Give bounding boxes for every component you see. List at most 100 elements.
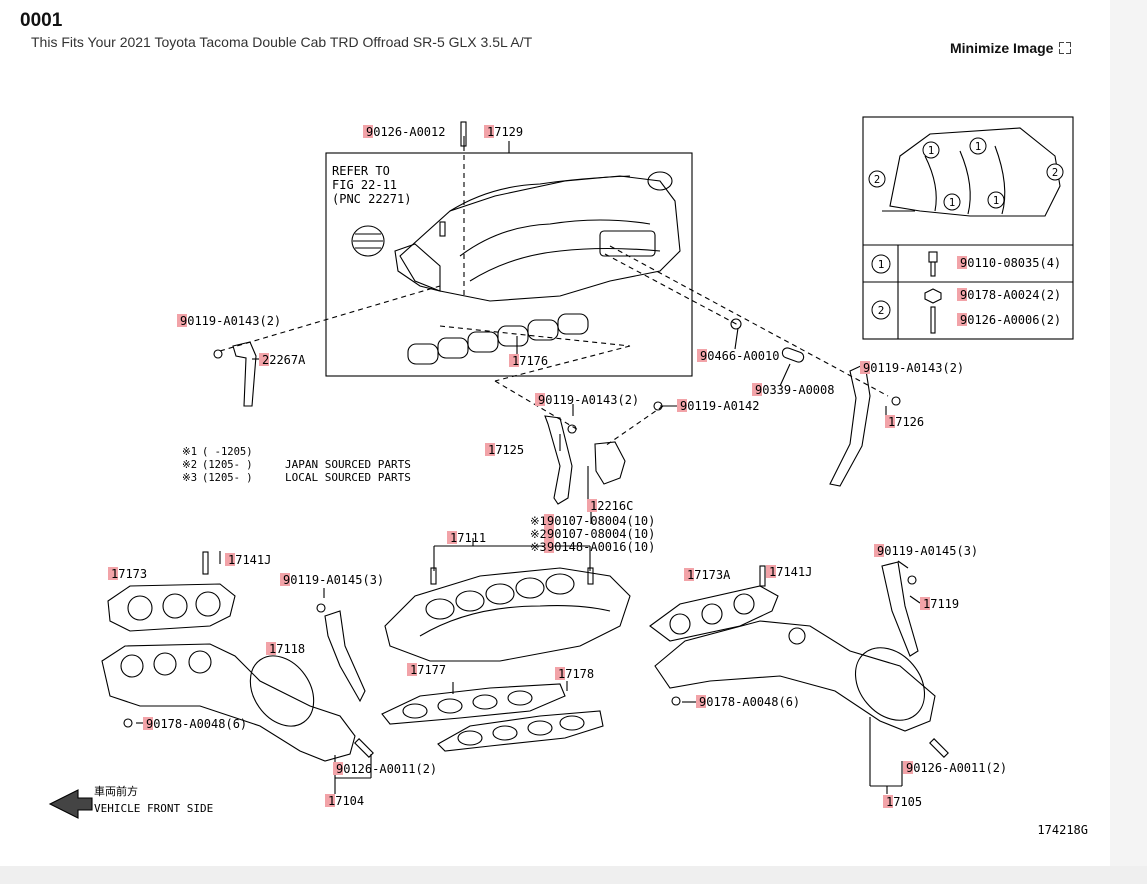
part-callout-90148a001610: 90148-A0016(10) <box>547 540 655 554</box>
inset-position-marker-circle <box>1046 163 1064 181</box>
part-marker <box>684 568 694 581</box>
part-callout-17119: 17119 <box>923 597 959 611</box>
inset-position-marker-circle <box>922 141 940 159</box>
note-text: JAPAN SOURCED PARTS <box>285 458 411 471</box>
note-range: (1205- ) <box>202 472 253 484</box>
parts-diagram-svg: 90126-A00121712990119-A0143(2)22267A1717… <box>48 116 1088 837</box>
part-marker <box>544 527 554 540</box>
inset-position-marker-circle <box>868 170 886 188</box>
refer-note-line: REFER TO <box>332 164 390 178</box>
part-callout-17105: 17105 <box>886 795 922 809</box>
inset-position-marker: 1 <box>993 195 999 207</box>
inset-position-marker: 2 <box>1052 167 1058 179</box>
note-mark: ※2 <box>182 459 197 471</box>
page-footer-strip <box>0 866 1147 884</box>
part-callout-90126a00112: 90126-A0011(2) <box>336 762 437 776</box>
inset-row-number: 1 <box>878 258 885 271</box>
part-callout-90119a01453: 90119-A0145(3) <box>283 573 384 587</box>
part-callout-90119a01432: 90119-A0143(2) <box>863 361 964 375</box>
part-marker <box>957 313 967 326</box>
part-callout-17126: 17126 <box>888 415 924 429</box>
part-marker <box>587 499 597 512</box>
inset-row-number: 2 <box>878 304 885 317</box>
part-marker <box>555 667 565 680</box>
part-marker <box>883 795 893 808</box>
part-marker <box>447 531 457 544</box>
part-callout-12216c: 12216C <box>590 499 633 513</box>
note-range: ( -1205) <box>202 446 253 458</box>
part-marker <box>280 573 290 586</box>
exhaust-gasket-left-drawing <box>107 583 236 632</box>
refer-note-line: FIG 22-11 <box>332 178 397 192</box>
part-marker <box>177 314 187 327</box>
part-marker <box>697 349 707 362</box>
inset-position-marker: 1 <box>949 197 955 209</box>
part-marker <box>957 288 967 301</box>
part-marker <box>225 553 235 566</box>
part-marker <box>259 353 269 366</box>
front-direction-arrow-icon <box>48 789 93 819</box>
part-callout-90119a01453: 90119-A0145(3) <box>877 544 978 558</box>
minimize-image-button[interactable]: Minimize Image <box>950 40 1072 56</box>
part-callout-90178a00486: 90178-A0048(6) <box>146 717 247 731</box>
exhaust-manifold-left-drawing <box>101 643 356 762</box>
note-mark-prefix: ※2 <box>530 527 547 541</box>
refer-note-line: (PNC 22271) <box>332 192 411 206</box>
inset-part-90110080354: 90110-08035(4) <box>960 256 1061 270</box>
upper-gasket-drawing <box>407 313 589 365</box>
intake-manifold-upper-drawing <box>394 171 681 302</box>
part-callout-901070800410: 90107-08004(10) <box>547 527 655 541</box>
figure-id: 174218G <box>1037 823 1088 837</box>
inset-part-90178a00242: 90178-A0024(2) <box>960 288 1061 302</box>
inset-position-marker: 1 <box>975 141 981 153</box>
bracket-17118-drawing <box>324 610 366 703</box>
parts-diagram-card: 0001 This Fits Your 2021 Toyota Tacoma D… <box>0 0 1110 866</box>
lower-gaskets-drawing <box>381 683 604 752</box>
note-mark: ※3 <box>182 472 197 484</box>
intake-manifold-lower-drawing <box>384 567 631 662</box>
inset-position-marker-circle <box>943 193 961 211</box>
vehicle-fitment-text: This Fits Your 2021 Toyota Tacoma Double… <box>31 34 533 50</box>
part-marker <box>535 393 545 406</box>
part-callout-901070800410: 90107-08004(10) <box>547 514 655 528</box>
part-marker <box>920 597 930 610</box>
part-callout-17141j: 17141J <box>769 565 812 579</box>
part-callout-90119a01432: 90119-A0143(2) <box>180 314 281 328</box>
diagram-number: 0001 <box>20 10 63 31</box>
inset-position-marker: 1 <box>928 145 934 157</box>
part-marker <box>957 256 967 269</box>
vehicle-front-jp: 車両前方 <box>94 784 138 798</box>
part-marker <box>407 663 417 676</box>
fastener-drawings <box>123 121 949 758</box>
part-marker <box>325 794 335 807</box>
part-marker <box>363 125 373 138</box>
bracket-17125-drawing <box>544 415 573 505</box>
part-marker <box>874 544 884 557</box>
part-callout-90126a0012: 90126-A0012 <box>366 125 445 139</box>
bracket-17126-drawing <box>829 363 871 487</box>
bracket-17119-drawing <box>881 561 919 657</box>
note-mark-prefix: ※1 <box>530 514 547 528</box>
part-callout-17176: 17176 <box>512 354 548 368</box>
part-callout-90466a0010: 90466-A0010 <box>700 349 779 363</box>
part-callout-22267a: 22267A <box>262 353 306 367</box>
part-marker <box>677 399 687 412</box>
inset-position-marker: 2 <box>874 174 880 186</box>
part-marker <box>484 125 494 138</box>
inset-row-number-circle <box>871 254 891 274</box>
part-callout-90126a00112: 90126-A0011(2) <box>906 761 1007 775</box>
pcv-mesh-drawing <box>351 225 385 257</box>
part-marker <box>108 567 118 580</box>
note-mark: ※1 <box>182 446 197 458</box>
part-callout-90178a00486: 90178-A0048(6) <box>699 695 800 709</box>
part-marker <box>766 565 776 578</box>
note-mark-prefix: ※3 <box>530 540 547 554</box>
part-marker <box>860 361 870 374</box>
part-callout-17177: 17177 <box>410 663 446 677</box>
part-marker <box>143 717 153 730</box>
part-callout-17111: 17111 <box>450 531 486 545</box>
inset-part-90126a00062: 90126-A0006(2) <box>960 313 1061 327</box>
part-marker <box>544 540 554 553</box>
exhaust-gasket-right-drawing <box>649 585 779 642</box>
